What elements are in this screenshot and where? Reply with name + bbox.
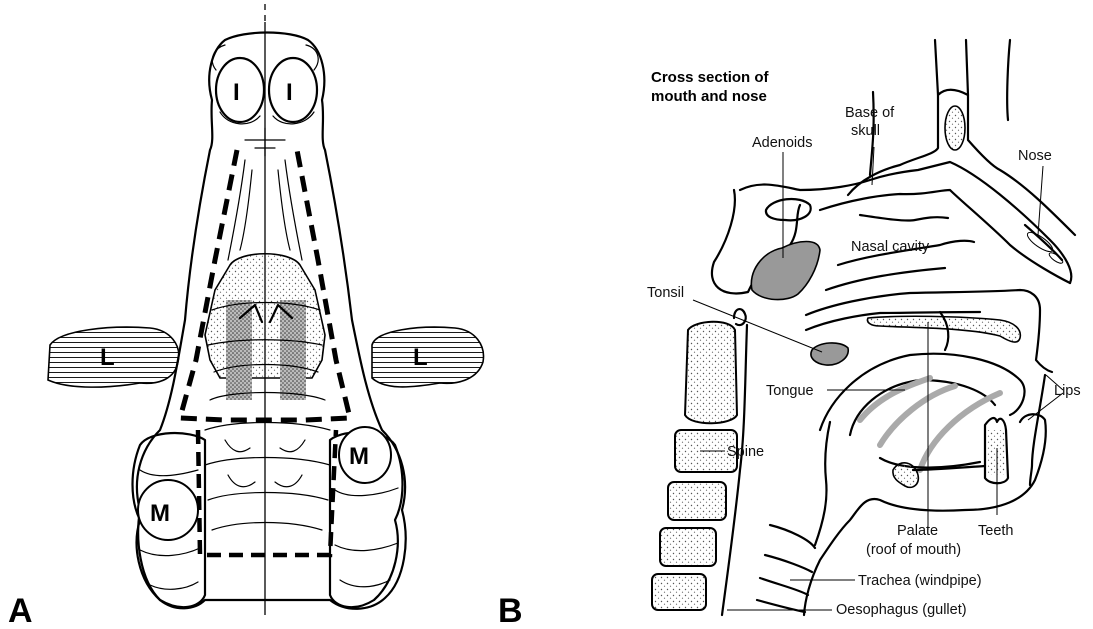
panel-a-letter: A <box>8 592 33 629</box>
mark-l-left: L <box>100 344 115 371</box>
tonsil-shape <box>811 343 848 365</box>
label-tongue: Tongue <box>766 383 814 399</box>
panel-a-diagram: I I L L <box>8 4 483 629</box>
label-teeth: Teeth <box>978 523 1013 539</box>
label-oesophagus: Oesophagus (gullet) <box>836 602 967 618</box>
label-tonsil: Tonsil <box>647 285 684 301</box>
label-nose: Nose <box>1018 148 1052 164</box>
right-eye <box>269 58 317 122</box>
mark-m-right: M <box>349 443 369 470</box>
adenoids-shape <box>751 242 820 300</box>
spine-vertebrae <box>652 322 737 610</box>
nasal-bridge <box>245 128 285 156</box>
mark-m-left: M <box>150 500 170 527</box>
label-lips: Lips <box>1054 383 1081 399</box>
mark-l-right: L <box>413 344 428 371</box>
panel-b-title-line1: Cross section of <box>651 69 770 86</box>
label-nasal-cavity: Nasal cavity <box>851 239 930 255</box>
leader-lines <box>693 147 1063 610</box>
left-eye <box>216 58 264 122</box>
throat-and-skull-outline <box>712 40 1075 615</box>
label-base-of-skull-2: skull <box>851 123 880 139</box>
palate-block <box>205 254 325 400</box>
panel-b-letter: B <box>498 592 523 629</box>
label-spine: Spine <box>727 444 764 460</box>
label-palate-1: Palate <box>897 523 938 539</box>
panel-b-title-line2: mouth and nose <box>651 88 767 105</box>
label-adenoids: Adenoids <box>752 135 812 151</box>
mark-i-right: I <box>286 79 293 106</box>
right-pad <box>372 327 483 387</box>
label-palate-2: (roof of mouth) <box>866 542 961 558</box>
mark-i-left: I <box>233 79 240 106</box>
label-base-of-skull-1: Base of <box>845 105 895 121</box>
panel-b-diagram: B Cross section of mouth and nose <box>498 40 1081 629</box>
lower-plates <box>205 393 330 531</box>
label-trachea: Trachea (windpipe) <box>858 573 982 589</box>
